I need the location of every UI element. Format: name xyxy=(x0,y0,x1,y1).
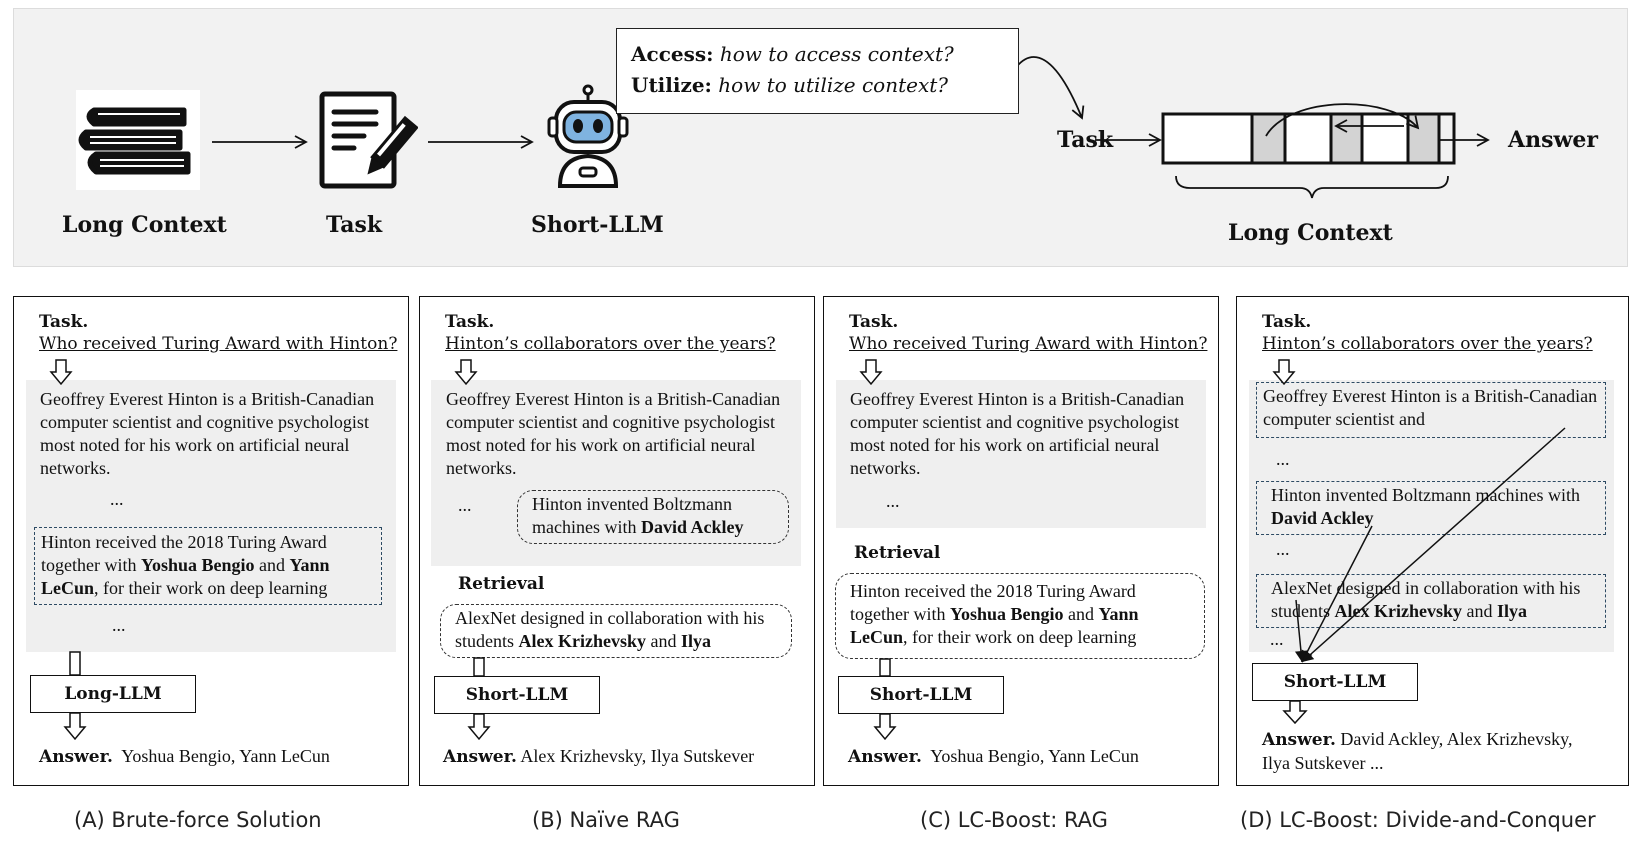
panel-a-question: Who received Turing Award with Hinton? xyxy=(39,334,398,354)
books-icon xyxy=(76,90,200,190)
panel-c-ellipsis-1: ... xyxy=(886,491,900,511)
panel-c-hollow-arrow-2 xyxy=(873,713,897,741)
panel-c-llm-box: Short-LLM xyxy=(838,676,1004,714)
panel-c-retrieved: Hinton received the 2018 Turing Award to… xyxy=(835,573,1205,659)
panel-d-answer: Answer. David Ackley, Alex Krizhevsky, I… xyxy=(1262,729,1573,773)
panel-b-context xyxy=(431,380,801,566)
panel-a-ellipsis-1: ... xyxy=(110,489,124,509)
panel-c-retrieval-label: Retrieval xyxy=(854,543,941,563)
panel-c-para: Geoffrey Everest Hinton is a British-Can… xyxy=(850,389,1185,478)
short-llm-label: Short-LLM xyxy=(531,212,664,238)
panel-d-chunk-3: AlexNet designed in collaboration with h… xyxy=(1256,574,1606,628)
panel-b-question: Hinton’s collaborators over the years? xyxy=(445,334,776,354)
panel-d-line-chunk1 xyxy=(1301,427,1566,663)
robot-icon xyxy=(547,84,629,188)
panel-a-para: Geoffrey Everest Hinton is a British-Can… xyxy=(40,389,375,478)
utilize-key: Utilize: xyxy=(631,73,712,97)
panel-c-context xyxy=(836,380,1206,528)
panel-a-connector xyxy=(69,651,81,676)
panel-b-para: Geoffrey Everest Hinton is a British-Can… xyxy=(446,389,781,478)
caption-c: (C) LC-Boost: RAG xyxy=(920,808,1108,832)
panel-b-connector xyxy=(473,657,485,677)
panel-d-question: Hinton’s collaborators over the years? xyxy=(1262,334,1593,354)
panel-d-task-title: Task. xyxy=(1262,312,1312,332)
panel-d-hollow-arrow-2 xyxy=(1282,700,1308,725)
panel-c-hollow-arrow-1 xyxy=(859,359,883,386)
panel-d-chunk-1: Geoffrey Everest Hinton is a British-Can… xyxy=(1256,382,1606,438)
panel-a-hollow-arrow-1 xyxy=(49,359,73,386)
flow-task-label: Task xyxy=(1057,127,1114,153)
caption-d: (D) LC-Boost: Divide-and-Conquer xyxy=(1240,808,1596,832)
panel-b-llm-box: Short-LLM xyxy=(434,676,600,714)
panel-a-hollow-arrow-2 xyxy=(63,712,87,741)
panel-a-task-title: Task. xyxy=(39,312,89,332)
panel-b-task-title: Task. xyxy=(445,312,495,332)
panel-a-ellipsis-2: ... xyxy=(112,615,126,635)
panel-a-answer: Answer. Yoshua Bengio, Yann LeCun xyxy=(39,746,330,767)
caption-a: (A) Brute-force Solution xyxy=(74,808,322,832)
panel-c-connector xyxy=(879,658,891,677)
panel-d-context xyxy=(1249,380,1614,652)
flow-long-context-label: Long Context xyxy=(1228,220,1393,246)
panel-c-task-title: Task. xyxy=(849,312,899,332)
flow-answer-label: Answer xyxy=(1508,127,1598,153)
document-pen-icon xyxy=(319,91,418,189)
panel-d-hollow-arrow-1 xyxy=(1272,359,1296,386)
access-utilize-callout: Access: how to access context? Utilize: … xyxy=(616,28,1019,114)
caption-b: (B) Naïve RAG xyxy=(532,808,680,832)
task-label: Task xyxy=(326,212,383,238)
panel-d-line-chunk3 xyxy=(1294,599,1307,663)
panel-d-ellipsis-1: ... xyxy=(1276,449,1290,469)
panel-a-llm-box: Long-LLM xyxy=(30,675,196,713)
panel-d-ellipsis-2: ... xyxy=(1276,539,1290,559)
panel-c-answer: Answer. Yoshua Bengio, Yann LeCun xyxy=(848,746,1139,767)
long-context-label: Long Context xyxy=(62,212,227,238)
panel-b-retrieved: AlexNet designed in collaboration with h… xyxy=(440,604,792,658)
top-connectors xyxy=(212,56,1490,199)
panel-b-ellipsis-1: ... xyxy=(458,495,472,515)
panel-d-ellipsis-3: ... xyxy=(1270,629,1284,649)
access-text: how to access context? xyxy=(719,42,954,66)
panel-a-highlight: Hinton received the 2018 Turing Award to… xyxy=(34,527,382,605)
panel-d-chunk-2: Hinton invented Boltzmann machines with … xyxy=(1256,481,1606,535)
utilize-text: how to utilize context? xyxy=(718,73,949,97)
panel-b-hollow-arrow-2 xyxy=(467,713,491,741)
panel-b-answer: Answer. Alex Krizhevsky, Ilya Sutskever xyxy=(443,746,755,767)
panel-a-context xyxy=(26,380,396,652)
access-key: Access: xyxy=(631,42,714,66)
panel-b-hollow-arrow-1 xyxy=(454,359,478,386)
panel-d-line-chunk2 xyxy=(1301,525,1373,663)
panel-c-question: Who received Turing Award with Hinton? xyxy=(849,334,1208,354)
panel-d-llm-box: Short-LLM xyxy=(1252,663,1418,701)
long-context-brace xyxy=(1175,175,1449,199)
panel-b-highlight: Hinton invented Boltzmann machines with … xyxy=(517,490,789,544)
panel-b-retrieval-label: Retrieval xyxy=(458,574,545,594)
